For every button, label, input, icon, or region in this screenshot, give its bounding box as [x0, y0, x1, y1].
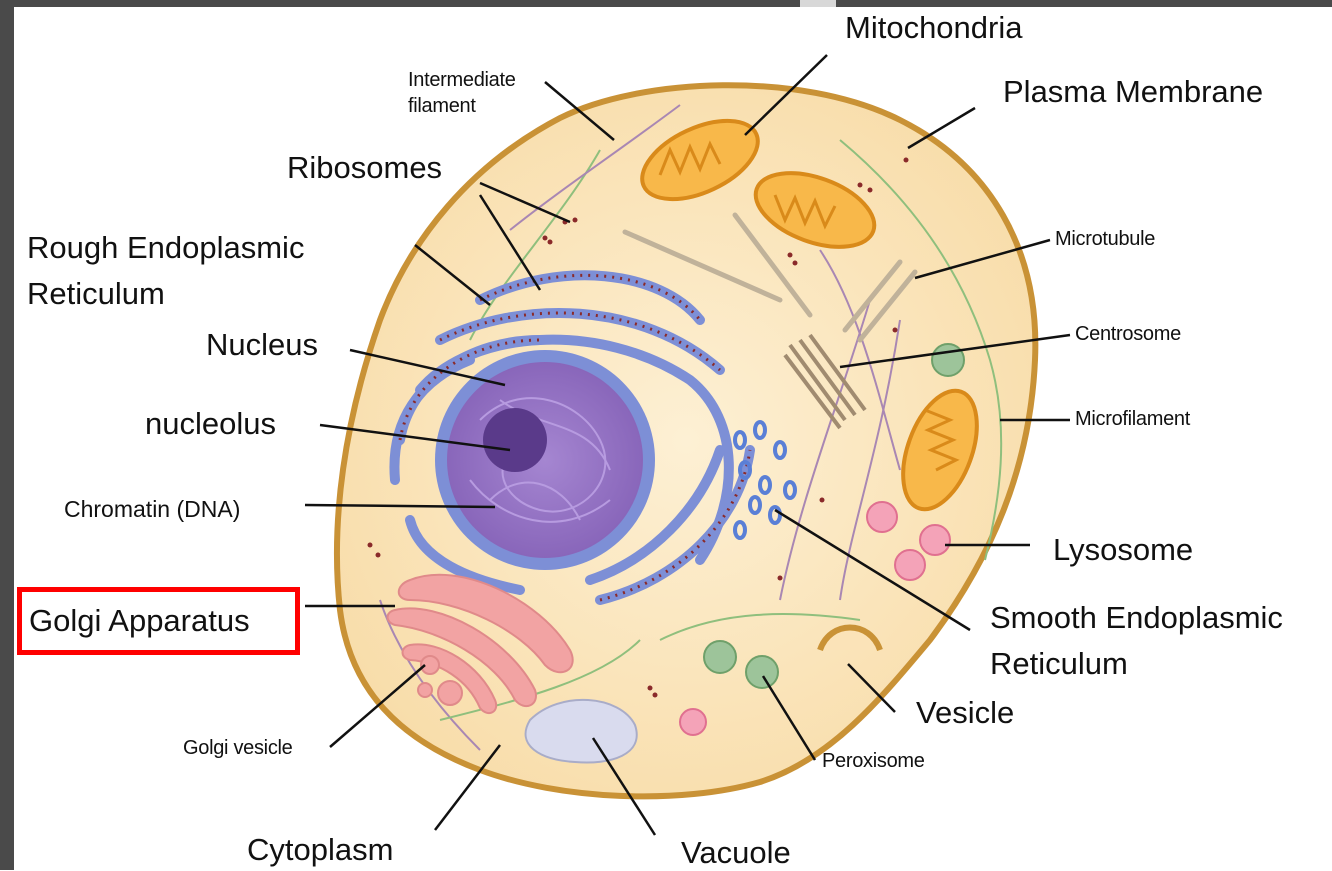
- label-nucleolus: nucleolus: [145, 406, 276, 442]
- label-vacuole: Vacuole: [681, 835, 791, 871]
- golgi-apparatus-highlight-box: [17, 587, 300, 655]
- label-peroxisome: Peroxisome: [822, 750, 925, 773]
- label-microtubule: Microtubule: [1055, 228, 1155, 251]
- label-nucleus: Nucleus: [206, 327, 318, 363]
- label-lysosome: Lysosome: [1053, 532, 1193, 568]
- nucleolus: [483, 408, 547, 472]
- label-intermediate-filament-line1: Intermediate: [408, 69, 516, 92]
- label-ribosomes: Ribosomes: [287, 150, 442, 186]
- label-rough-er-line2: Reticulum: [27, 276, 165, 312]
- label-intermediate-filament-line2: filament: [408, 95, 476, 118]
- label-smooth-er-line1: Smooth Endoplasmic: [990, 600, 1283, 636]
- label-rough-er-line1: Rough Endoplasmic: [27, 230, 304, 266]
- small-lysosome: [680, 709, 706, 735]
- label-plasma-membrane: Plasma Membrane: [1003, 74, 1263, 110]
- label-microfilament: Microfilament: [1075, 408, 1190, 431]
- label-golgi-vesicle: Golgi vesicle: [183, 737, 292, 760]
- label-centrosome: Centrosome: [1075, 323, 1181, 346]
- label-chromatin: Chromatin (DNA): [64, 496, 240, 522]
- label-cytoplasm: Cytoplasm: [247, 832, 393, 868]
- label-smooth-er-line2: Reticulum: [990, 646, 1128, 682]
- label-mitochondria: Mitochondria: [845, 10, 1022, 46]
- label-vesicle: Vesicle: [916, 695, 1014, 731]
- nucleus: [447, 362, 643, 558]
